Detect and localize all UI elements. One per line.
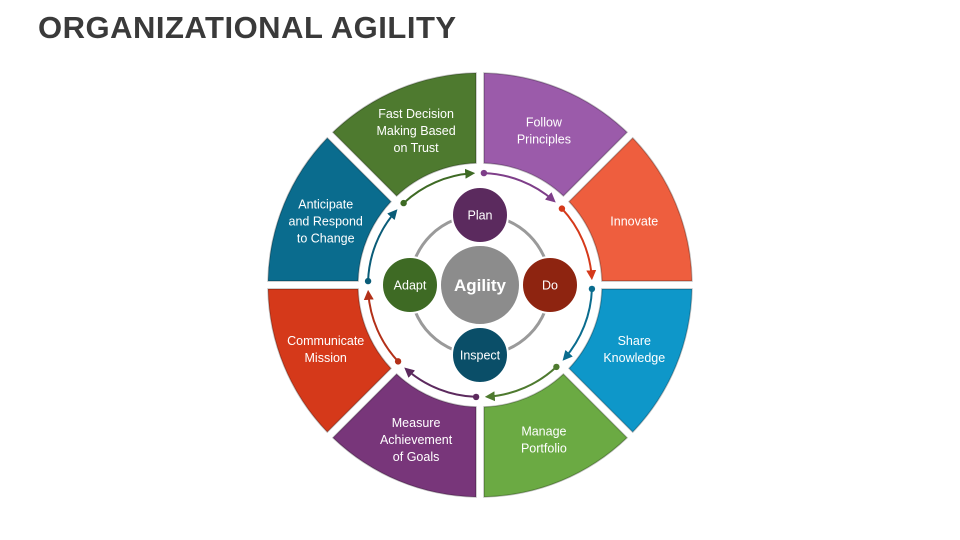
cycle-arrow xyxy=(363,289,402,365)
inner-circle-plan: Plan xyxy=(451,186,509,244)
segment-label-line: Knowledge xyxy=(603,351,665,365)
inner-circle-inspect: Inspect xyxy=(451,326,509,384)
center-circle xyxy=(439,244,521,326)
segment-shape xyxy=(568,136,693,282)
cycle-arrow xyxy=(562,285,596,361)
inner-circle-shape xyxy=(521,256,579,314)
inner-circle-do: Do xyxy=(521,256,579,314)
cycle-arrow-dot xyxy=(394,358,402,365)
segment-label-line: of Goals xyxy=(393,450,440,464)
cycle-arrow-path xyxy=(484,366,558,402)
segment-label-line: Fast Decision xyxy=(378,107,454,121)
cycle-arrow-dot xyxy=(480,169,488,177)
cycle-arrow-dot xyxy=(553,363,560,371)
segment-label-line: Portfolio xyxy=(521,441,567,455)
cycle-arrow xyxy=(558,205,597,281)
cycle-arrow-dot xyxy=(472,393,480,401)
segment-label-line: Communicate xyxy=(287,334,364,348)
segment-label-line: Measure xyxy=(392,416,441,430)
center-label: Agility xyxy=(454,276,506,295)
cycle-arrow-path xyxy=(363,289,399,363)
inner-circle-label: Plan xyxy=(467,209,492,223)
segment-shape xyxy=(483,72,629,197)
segment-shape xyxy=(483,373,629,498)
cycle-arrow-dot xyxy=(364,277,372,285)
cycle-arrow xyxy=(364,209,398,285)
cycle-arrow-path xyxy=(367,209,398,282)
cycle-arrow-path xyxy=(402,168,476,204)
segment-shape xyxy=(331,72,477,197)
segment-label-line: Manage xyxy=(521,424,566,438)
cycle-arrow-path xyxy=(561,207,597,281)
cycle-arrow-dot xyxy=(400,199,407,207)
center-agility: Agility xyxy=(439,244,521,326)
segment-label-line: Principles xyxy=(517,133,571,147)
segment-shape xyxy=(267,136,392,282)
segment-label-line: Making Based xyxy=(376,124,455,138)
segment-label-line: Mission xyxy=(305,351,347,365)
segment-shape xyxy=(568,288,693,434)
segment-label: Innovate xyxy=(610,215,658,229)
segment-innovate: Innovate xyxy=(568,136,693,282)
segment-label: Anticipate and Respond to Change xyxy=(289,198,363,246)
inner-circle-shape xyxy=(451,186,509,244)
inner-circle-label: Adapt xyxy=(394,279,427,293)
inner-circle-shape xyxy=(381,256,439,314)
page-title: ORGANIZATIONAL AGILITY xyxy=(38,10,457,45)
inner-circle-adapt: Adapt xyxy=(381,256,439,314)
cycle-arrow xyxy=(480,169,556,203)
cycle-arrow-dot xyxy=(588,285,596,293)
segment-label-line: Share xyxy=(618,334,651,348)
segment-label-line: and Respond xyxy=(289,215,363,229)
segment-label-line: on Trust xyxy=(394,141,440,155)
segment-label-line: Innovate xyxy=(610,215,658,229)
cycle-arrow xyxy=(404,367,480,401)
segment-label-line: Achievement xyxy=(380,433,453,447)
cycle-arrow xyxy=(484,363,560,402)
cycle-arrow-path xyxy=(404,367,477,398)
cycle-arrows xyxy=(363,168,597,402)
inner-circle-label: Inspect xyxy=(460,349,501,363)
cycle-arrow-path xyxy=(483,172,556,203)
segment-anticipate-respond: Anticipate and Respond to Change xyxy=(267,136,392,282)
cycle-arrow-path xyxy=(562,288,593,361)
inner-circle-label: Do xyxy=(542,279,558,293)
inner-circle-shape xyxy=(451,326,509,384)
cycle-arrow-dot xyxy=(558,205,566,212)
segment-label-line: to Change xyxy=(297,232,355,246)
segment-shape xyxy=(331,373,477,498)
cycle-arrow xyxy=(400,168,476,207)
segment-label-line: Follow xyxy=(526,116,563,130)
segment-label-line: Anticipate xyxy=(298,198,353,212)
segment-shape xyxy=(267,288,392,434)
